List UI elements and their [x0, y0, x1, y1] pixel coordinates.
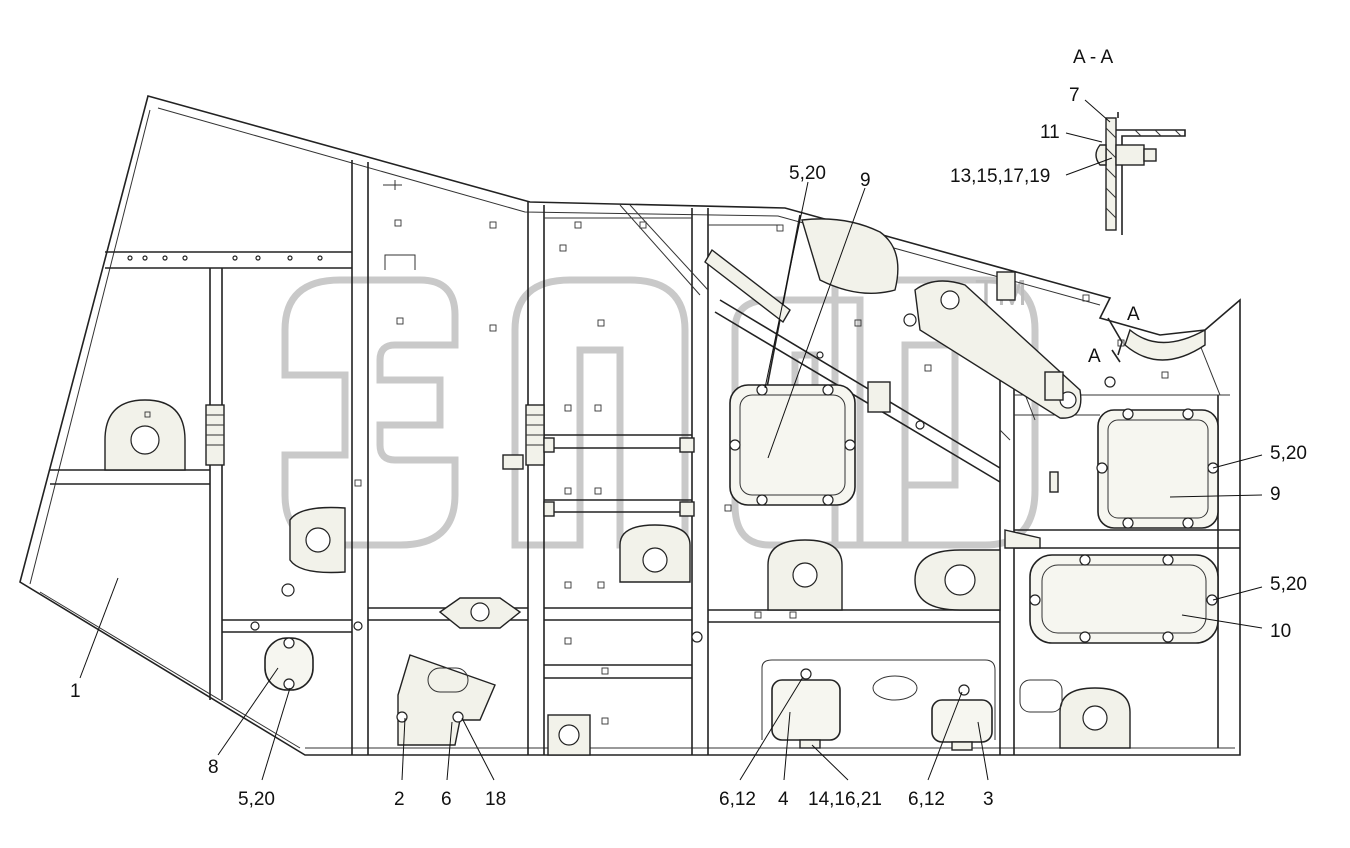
leader-lines — [79, 99, 1263, 781]
hatch-9-right — [1096, 408, 1219, 529]
label-13-15-17-19: 13,15,17,19 — [950, 166, 1050, 187]
section-mark-a2: A — [1088, 346, 1101, 367]
fastener-squares — [127, 219, 1169, 725]
mount-brackets — [104, 218, 1206, 756]
label-8: 8 — [208, 757, 219, 778]
position-labels: A - A 7 11 13,15,17,19 5,20 9 5,20 9 5,2… — [70, 47, 1307, 810]
label-10: 10 — [1270, 621, 1291, 642]
label-14-16-21: 14,16,21 — [808, 789, 882, 810]
label-5-20-right2: 5,20 — [1270, 574, 1307, 595]
label-7: 7 — [1069, 85, 1080, 106]
label-3: 3 — [983, 789, 994, 810]
label-9-right: 9 — [1270, 484, 1281, 505]
cover-8 — [264, 637, 314, 691]
rib-blocks — [205, 404, 545, 466]
label-5-20-right1: 5,20 — [1270, 443, 1307, 464]
label-11: 11 — [1040, 122, 1060, 143]
label-2: 2 — [394, 789, 405, 810]
frame-posts — [209, 160, 1219, 755]
hatch-10 — [1029, 554, 1219, 644]
label-6-12-a: 6,12 — [719, 789, 756, 810]
label-9-top: 9 — [860, 170, 871, 191]
section-title: A - A — [1073, 47, 1113, 68]
cover-3 — [931, 679, 1063, 751]
label-18: 18 — [485, 789, 506, 810]
label-5-20-bottom: 5,20 — [238, 789, 275, 810]
label-4: 4 — [778, 789, 789, 810]
slotted-strip — [383, 180, 1064, 549]
label-6-12-b: 6,12 — [908, 789, 945, 810]
label-1: 1 — [70, 681, 81, 702]
panel-outline — [19, 95, 1241, 756]
label-5-20-top: 5,20 — [789, 163, 826, 184]
section-cut-marks: A A — [1088, 304, 1140, 367]
section-a-a-detail — [1095, 112, 1186, 235]
section-mark-a1: A — [1127, 304, 1140, 325]
label-6: 6 — [441, 789, 452, 810]
hatch-9-left — [729, 384, 856, 506]
cover-2 — [396, 654, 496, 746]
